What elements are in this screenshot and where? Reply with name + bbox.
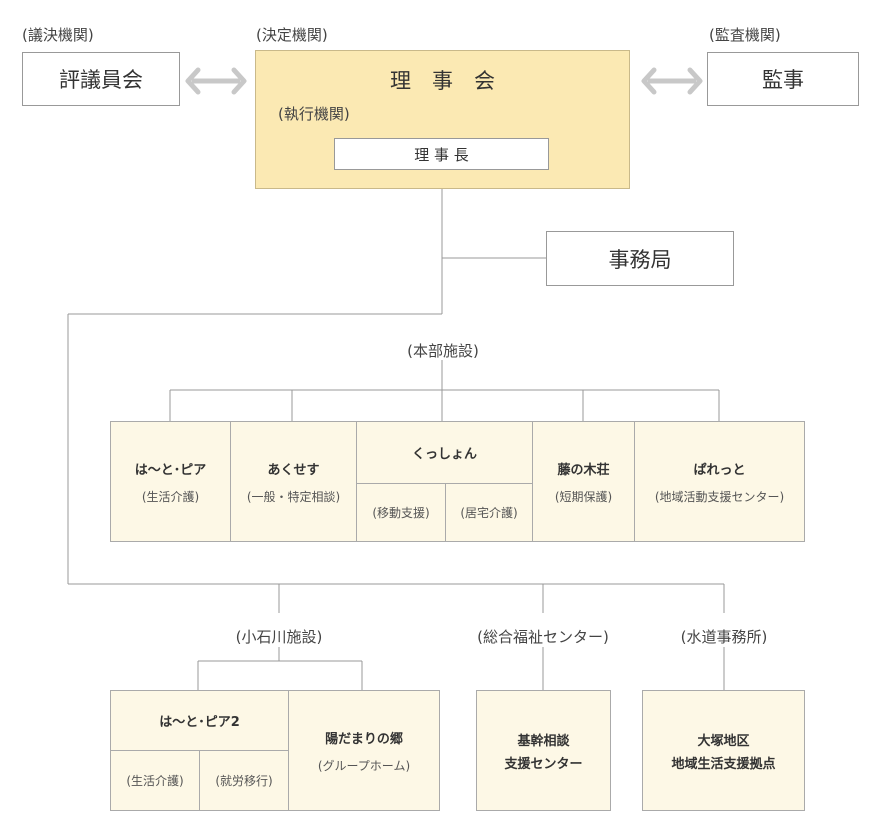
double-arrow-icon <box>185 67 247 95</box>
facility-name: ぱれっと <box>693 462 746 478</box>
jimukyoku-box: 事務局 <box>546 231 734 286</box>
facility-name: 藤の木荘 <box>557 462 610 478</box>
facility-sub: (就労移行) <box>215 774 273 788</box>
facility-sub: (グループホーム) <box>317 758 411 773</box>
suido-line1: 大塚地区 <box>697 733 750 749</box>
rijikai-box: 理 事 会 (執行機関) 理 事 長 <box>255 50 630 189</box>
giketsu-label: (議決機関) <box>22 26 94 44</box>
rijicho-box: 理 事 長 <box>334 138 549 170</box>
facility-cushion-sub2: (居宅介護) <box>446 484 532 541</box>
facility-fujinokiso: 藤の木荘 (短期保護) <box>533 422 634 541</box>
suido-box: 大塚地区 地域生活支援拠点 <box>642 690 805 811</box>
facility-name: は〜と･ピア2 <box>159 715 240 730</box>
suido-line2: 地域生活支援拠点 <box>671 756 776 772</box>
jimukyoku-text: 事務局 <box>608 247 672 272</box>
facility-sub: (一般・特定相談) <box>246 489 341 504</box>
suido-label: (水道事務所) <box>680 628 768 646</box>
facility-name: 陽だまりの郷 <box>325 731 403 747</box>
kansa-label: (監査機関) <box>709 26 781 44</box>
facility-sub: (居宅介護) <box>460 506 518 520</box>
facility-palette: ぱれっと (地域活動支援センター) <box>635 422 804 541</box>
facility-heart-pia2-sub2: (就労移行) <box>200 751 288 810</box>
double-arrow-icon <box>641 67 703 95</box>
facility-heart-pia2: は〜と･ピア2 <box>111 691 288 750</box>
facility-sub: (生活介護) <box>141 489 200 504</box>
facility-access: あくせす (一般・特定相談) <box>231 422 356 541</box>
facility-cushion-sub1: (移動支援) <box>357 484 445 541</box>
sogo-label: (総合福祉センター) <box>477 628 609 646</box>
honbu-label: (本部施設) <box>407 342 479 360</box>
kanji-box: 監事 <box>707 52 859 106</box>
facility-sub: (生活介護) <box>126 774 184 788</box>
facility-sub: (短期保護) <box>554 489 613 504</box>
koishikawa-label: (小石川施設) <box>235 628 323 646</box>
facility-sub: (移動支援) <box>372 506 430 520</box>
facility-name: あくせす <box>267 462 320 478</box>
shikko-label: (執行機関) <box>278 105 350 123</box>
hyogiinkai-text: 評議員会 <box>59 68 143 92</box>
sogo-line1: 基幹相談 <box>517 733 570 749</box>
facility-heart-pia: は〜と･ピア (生活介護) <box>111 422 230 541</box>
sogo-cell: 基幹相談 支援センター <box>477 691 610 810</box>
facility-heart-pia2-sub1: (生活介護) <box>111 751 199 810</box>
honbu-group: は〜と･ピア (生活介護) あくせす (一般・特定相談) くっしょん (移動支援… <box>110 421 805 542</box>
facility-sub: (地域活動支援センター) <box>654 489 785 504</box>
hyogiinkai-box: 評議員会 <box>22 52 180 106</box>
facility-hidamari: 陽だまりの郷 (グループホーム) <box>289 691 439 810</box>
sogo-line2: 支援センター <box>504 756 583 772</box>
koishikawa-group: は〜と･ピア2 (生活介護) (就労移行) 陽だまりの郷 (グループホーム) <box>110 690 440 811</box>
kanji-text: 監事 <box>762 68 804 92</box>
rijikai-title: 理 事 会 <box>390 69 495 93</box>
facility-name: くっしょん <box>411 447 477 462</box>
suido-cell: 大塚地区 地域生活支援拠点 <box>643 691 804 810</box>
sogo-box: 基幹相談 支援センター <box>476 690 611 811</box>
facility-cushion: くっしょん <box>357 422 532 483</box>
kettei-label: (決定機関) <box>256 26 328 44</box>
rijicho-text: 理 事 長 <box>414 145 469 164</box>
facility-name: は〜と･ピア <box>134 462 207 478</box>
